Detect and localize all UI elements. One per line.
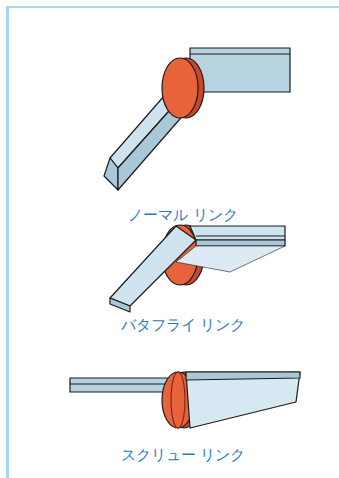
caption-label: ノーマル リンク (128, 206, 238, 225)
caption-label: バタフライ リンク (121, 316, 246, 335)
caption-label: スクリュー リンク (121, 446, 246, 465)
